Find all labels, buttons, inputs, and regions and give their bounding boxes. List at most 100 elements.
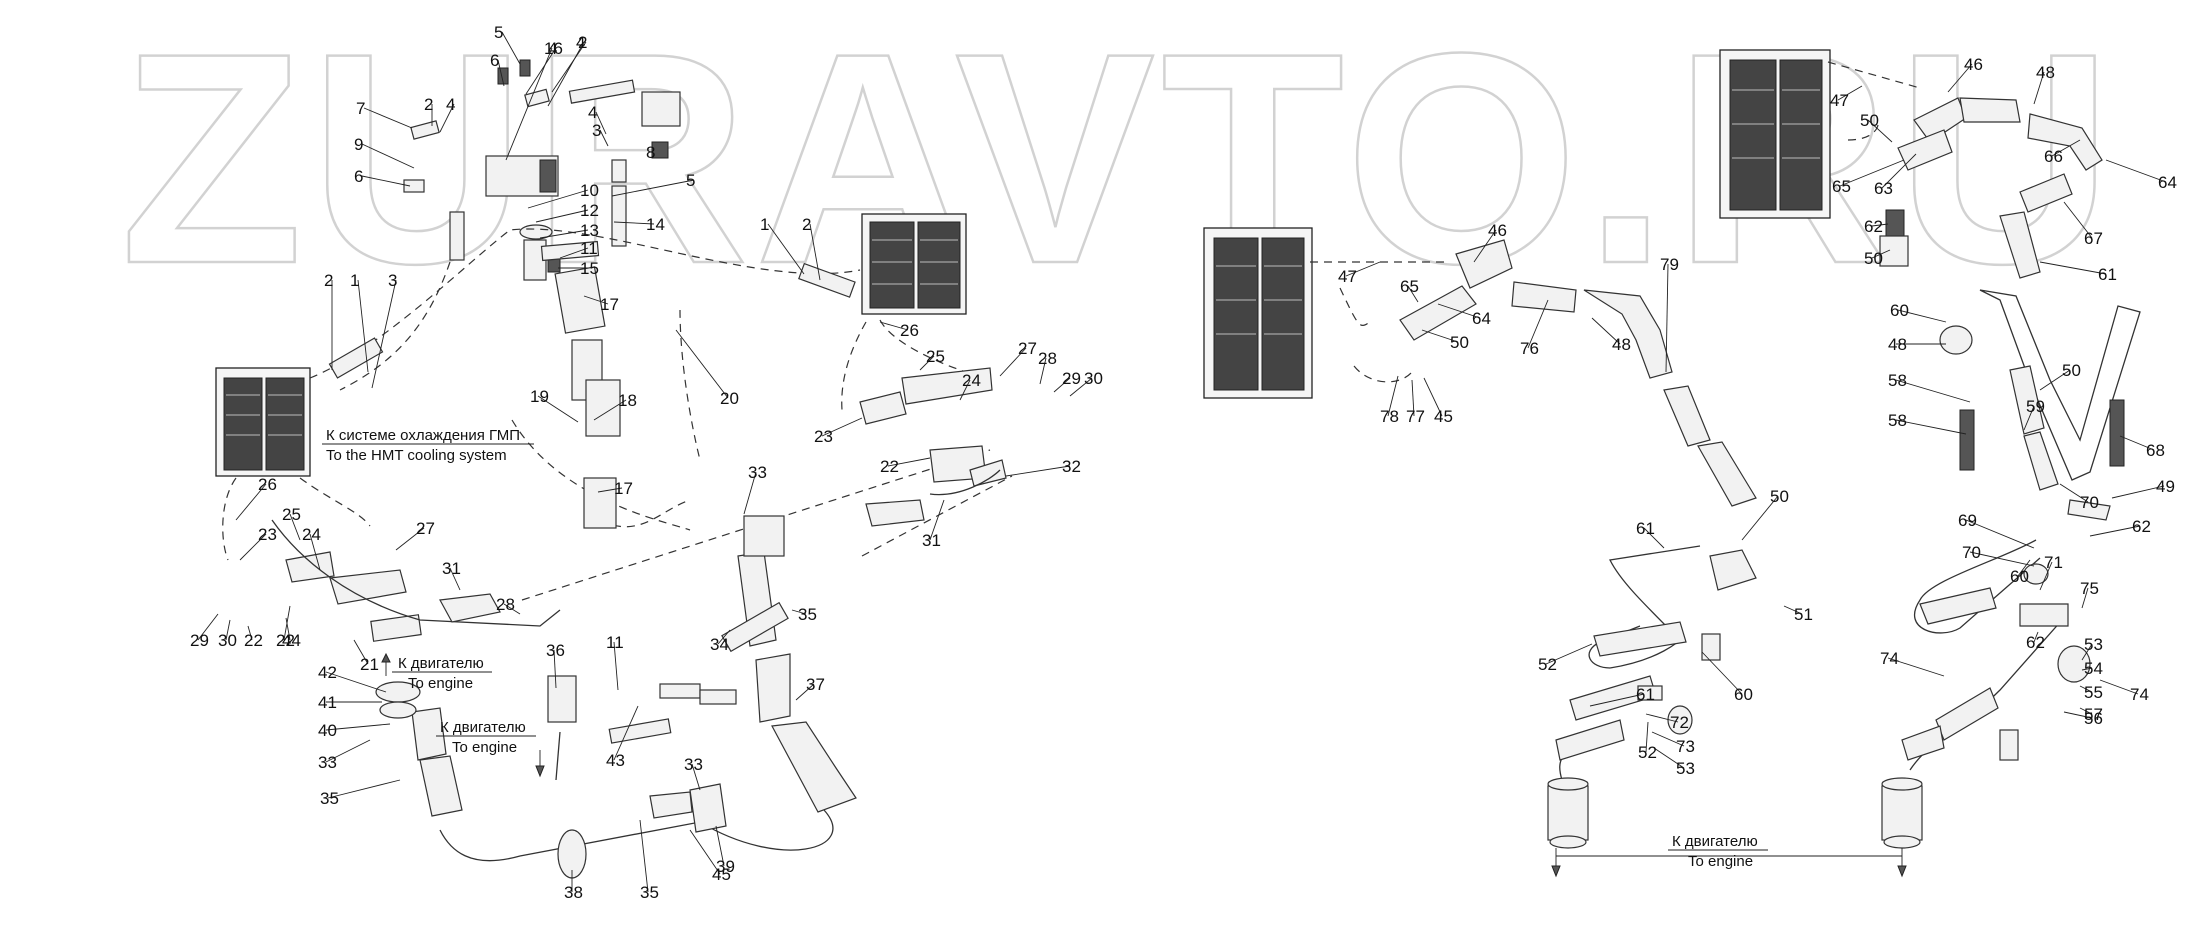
callout-leader <box>1005 465 1071 477</box>
callout-leader <box>879 321 909 331</box>
callout-leader <box>2079 685 2093 693</box>
callout-leader <box>1701 651 1743 695</box>
svg-text:To engine: To engine <box>452 739 517 756</box>
callout-leader <box>1473 229 1497 263</box>
callout-3: 3 <box>592 121 601 140</box>
callout-76: 76 <box>1520 339 1539 358</box>
callout-29: 29 <box>1062 369 1081 388</box>
callout-42: 42 <box>318 663 337 682</box>
callout-leader <box>613 705 639 761</box>
callout-48: 48 <box>1888 335 1907 354</box>
callout-leader <box>363 107 413 129</box>
callout-35: 35 <box>320 789 339 808</box>
callout-55: 55 <box>2084 683 2103 702</box>
callout-leader <box>1665 263 1669 373</box>
callout-47: 47 <box>1830 91 1849 110</box>
callout-66: 66 <box>2044 147 2063 166</box>
callout-28: 28 <box>1038 349 1057 368</box>
callout-leader <box>1407 285 1419 303</box>
callout-leader <box>1345 261 1381 277</box>
callout-leader <box>2033 71 2045 105</box>
callout-leader <box>1411 379 1415 417</box>
callout-leader <box>285 617 291 641</box>
svg-text:To engine: To engine <box>408 675 473 692</box>
radiator-left <box>215 367 311 477</box>
callout-leader <box>559 247 589 259</box>
callout-36: 36 <box>546 641 565 660</box>
callout-73: 73 <box>1676 737 1695 756</box>
callout-leader <box>1895 419 1967 435</box>
callout-31: 31 <box>922 531 941 550</box>
callout-leader <box>2039 561 2053 591</box>
callout-22: 22 <box>276 631 295 650</box>
callout-leader <box>613 641 619 691</box>
callout-63: 63 <box>1874 179 1893 198</box>
callout-leader <box>611 179 695 197</box>
callout-21: 21 <box>360 655 379 674</box>
callout-4: 4 <box>548 39 557 58</box>
callout-70: 70 <box>2080 493 2099 512</box>
callout-leader <box>1421 329 1459 343</box>
callout-51: 51 <box>1794 605 1813 624</box>
callout-34: 34 <box>710 635 729 654</box>
callout-72: 72 <box>1670 713 1689 732</box>
callout-17: 17 <box>614 479 633 498</box>
callout-61: 61 <box>1636 685 1655 704</box>
callout-leader <box>583 295 609 305</box>
callout-22: 22 <box>244 631 263 650</box>
callout-leader <box>2033 631 2039 643</box>
callout-65: 65 <box>1832 177 1851 196</box>
caption-engine-3: К двигателю To engine <box>1668 833 1768 870</box>
callout-18: 18 <box>618 391 637 410</box>
callout-leader <box>1437 303 1481 319</box>
callout-70: 70 <box>1962 543 1981 562</box>
callout-leader <box>1651 731 1685 747</box>
callout-leader <box>1881 153 1917 189</box>
callout-leader <box>959 379 971 401</box>
callout-19: 19 <box>530 387 549 406</box>
right-pipework <box>1827 61 2141 849</box>
callout-16: 16 <box>544 39 563 58</box>
callout-48: 48 <box>2036 63 2055 82</box>
callout-leader <box>1867 119 1893 143</box>
callout-leader <box>1643 527 1665 549</box>
callout-leader <box>595 111 607 135</box>
callout-leader <box>1839 159 1905 187</box>
callout-leader <box>2081 587 2089 609</box>
callout-leader <box>689 829 721 875</box>
callout-leader <box>1645 713 1679 723</box>
callout-64: 64 <box>2158 173 2177 192</box>
callout-4: 4 <box>576 33 585 52</box>
callout-57: 57 <box>2084 705 2103 724</box>
callout-78: 78 <box>1380 407 1399 426</box>
svg-text:К системе охлаждения ГМП: К системе охлаждения ГМП <box>326 427 520 444</box>
callout-leader <box>929 499 945 541</box>
callout-23: 23 <box>814 427 833 446</box>
callout-52: 52 <box>1538 655 1557 674</box>
callout-12: 12 <box>580 201 599 220</box>
callout-leader <box>639 819 649 893</box>
callout-44: 44 <box>282 631 301 650</box>
callout-leader <box>2039 369 2071 391</box>
callout-1: 1 <box>760 215 769 234</box>
callout-30: 30 <box>218 631 237 650</box>
callout-leader <box>353 639 369 665</box>
callout-leader <box>1871 249 1891 259</box>
callout-leader <box>2059 483 2089 503</box>
callout-39: 39 <box>716 857 735 876</box>
callout-leader <box>1947 63 1973 93</box>
callout-49: 49 <box>2156 477 2175 496</box>
callout-53: 53 <box>1676 759 1695 778</box>
callout-1: 1 <box>350 271 359 290</box>
callout-leader <box>2039 261 2107 275</box>
callout-26: 26 <box>258 475 277 494</box>
callout-2: 2 <box>802 215 811 234</box>
callout-leader <box>1039 357 1047 385</box>
callout-13: 13 <box>580 221 599 240</box>
callout-20: 20 <box>720 389 739 408</box>
radiator-right <box>1719 49 1831 219</box>
callout-leader <box>525 47 557 95</box>
callout-17: 17 <box>600 295 619 314</box>
callout-79: 79 <box>1660 255 1679 274</box>
callout-leader <box>1589 693 1645 707</box>
